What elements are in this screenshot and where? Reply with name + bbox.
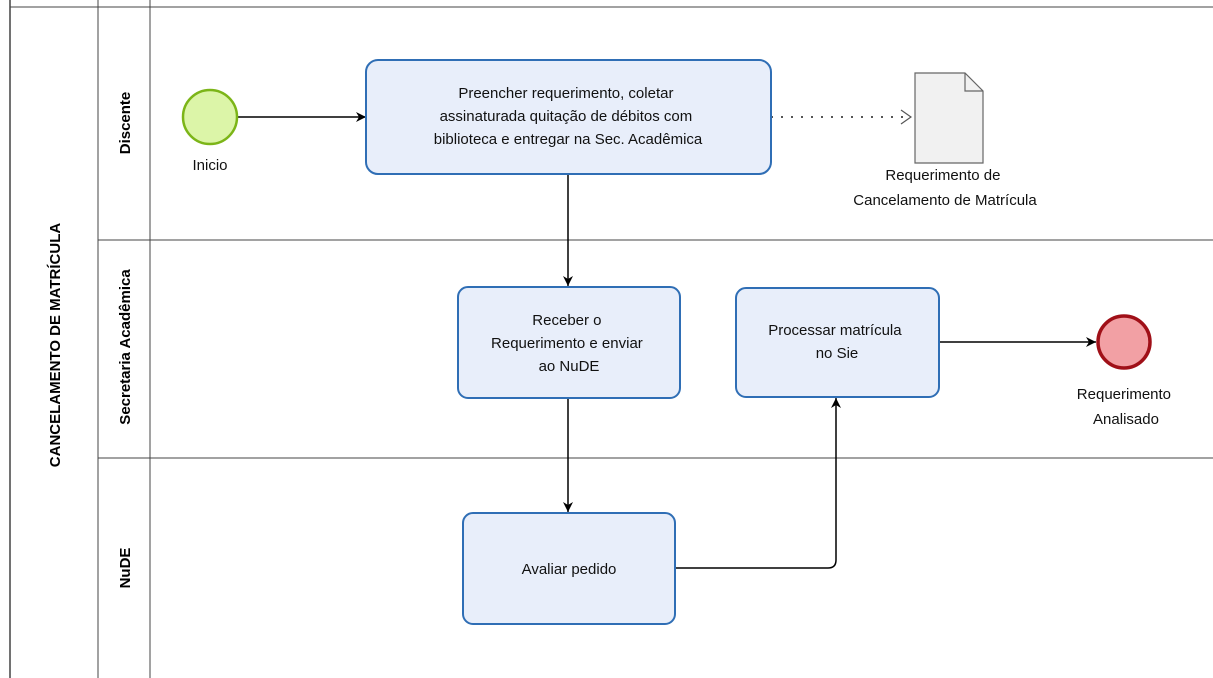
task-receber-line: Requerimento e enviar <box>491 335 643 352</box>
connectors <box>238 117 1096 569</box>
task-processar-matricula[interactable]: Processar matrícula no Sie <box>735 287 940 398</box>
task-receber-line: ao NuDE <box>539 358 600 375</box>
task-preencher-line: Preencher requerimento, coletar <box>458 85 673 102</box>
lane-label-secretaria: Secretaria Acadêmica <box>117 269 134 425</box>
task-receber-line: Receber o <box>532 312 601 329</box>
task-processar-line: Processar matrícula <box>768 322 902 339</box>
start-event-label: Inicio <box>192 157 227 174</box>
flow-avaliar-to-processar <box>675 398 841 569</box>
document-icon[interactable] <box>914 72 984 164</box>
task-processar-line: no Sie <box>816 345 859 362</box>
lane-label-discente: Discente <box>117 92 134 155</box>
lane-label-nude: NuDE <box>117 548 134 589</box>
task-preencher-line: assinaturada quitação de débitos com <box>440 108 693 125</box>
pool-title: CANCELAMENTO DE MATRÍCULA <box>47 223 64 468</box>
task-preencher-line: biblioteca e entregar na Sec. Acadêmica <box>434 131 703 148</box>
svg-text:Receber o Requerimento e: Receber o Requerimento e enviar ao NuDE <box>491 312 647 375</box>
svg-text:Processar matrícula no S: Processar matrícula no Sie <box>768 322 906 362</box>
document-label: Requerimento de Cancelamento de Matrícul… <box>853 167 1037 209</box>
end-event[interactable] <box>1096 314 1152 370</box>
pool <box>9 0 1213 678</box>
task-receber-requerimento[interactable]: Receber o Requerimento e enviar ao NuDE <box>457 286 681 399</box>
task-avaliar-pedido[interactable]: Avaliar pedido <box>462 512 676 625</box>
start-event[interactable] <box>181 88 239 146</box>
task-preencher-requerimento[interactable]: Preencher requerimento, coletar assinatu… <box>365 59 772 175</box>
end-event-label: Requerimento Analisado <box>1077 386 1175 428</box>
svg-text:Preencher requerimento, coleta: Preencher requerimento, coletar assinatu… <box>434 85 703 148</box>
svg-text:Avaliar pedido: Avaliar pedido <box>522 561 617 578</box>
task-avaliar-line: Avaliar pedido <box>522 561 617 578</box>
